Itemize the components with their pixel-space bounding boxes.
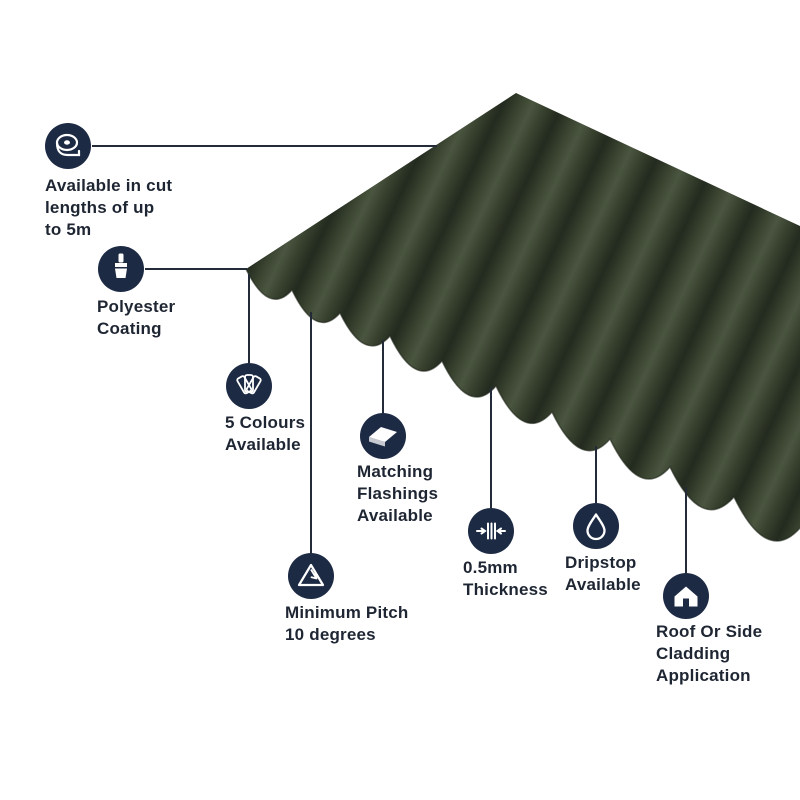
feature-label-thickness: 0.5mm Thickness bbox=[463, 558, 548, 600]
corrugated-sheet-image bbox=[245, 93, 800, 542]
feature-label-colours: 5 Colours Available bbox=[225, 413, 306, 455]
tape-measure-icon bbox=[45, 123, 91, 169]
paintbrush-icon bbox=[98, 246, 144, 292]
callout-line bbox=[490, 388, 492, 508]
callout-line bbox=[310, 312, 312, 553]
feature-label-cladding: Roof Or Side Cladding Application bbox=[656, 622, 763, 686]
feature-label-minimum-pitch: Minimum Pitch 10 degrees bbox=[285, 603, 409, 645]
house-icon bbox=[663, 573, 709, 619]
callout-line bbox=[92, 145, 437, 147]
feature-label-cut-lengths: Available in cut lengths of up to 5m bbox=[45, 176, 173, 240]
callout-line bbox=[248, 274, 250, 363]
callout-line bbox=[595, 446, 597, 503]
feature-label-flashings: Matching Flashings Available bbox=[357, 462, 439, 526]
sheet-front-edge bbox=[245, 268, 800, 542]
callout-line bbox=[382, 340, 384, 413]
callout-line bbox=[685, 487, 687, 573]
pitch-angle-icon bbox=[288, 553, 334, 599]
feature-label-dripstop: Dripstop Available bbox=[565, 553, 641, 595]
callout-line bbox=[145, 268, 247, 270]
colour-swatch-icon bbox=[226, 363, 272, 409]
flashing-icon bbox=[360, 413, 406, 459]
feature-label-polyester-coating: Polyester Coating bbox=[97, 297, 176, 339]
droplet-icon bbox=[573, 503, 619, 549]
thickness-icon bbox=[468, 508, 514, 554]
sheet-surface bbox=[246, 93, 800, 542]
